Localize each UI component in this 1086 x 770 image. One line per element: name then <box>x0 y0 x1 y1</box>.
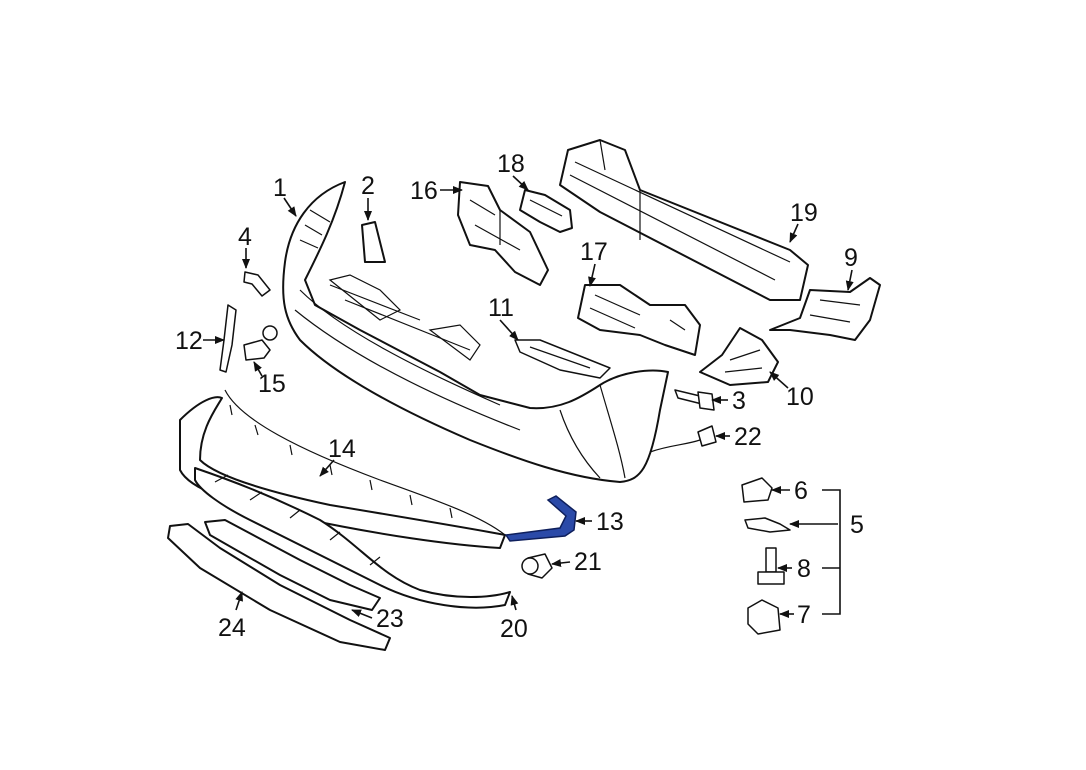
callout-5: 5 <box>850 511 864 539</box>
callout-20: 20 <box>500 615 528 643</box>
callout-12: 12 <box>175 327 203 355</box>
callout-9: 9 <box>844 244 858 272</box>
callout-10: 10 <box>786 383 814 411</box>
part-12-trim-strip[interactable] <box>219 304 237 373</box>
leader-lines <box>203 175 854 619</box>
callout-11: 11 <box>488 294 514 322</box>
callout-4: 4 <box>238 223 252 251</box>
part-20-lower-panel[interactable] <box>194 467 511 609</box>
callout-13: 13 <box>596 508 624 536</box>
part-3-bolt[interactable] <box>674 389 715 411</box>
callout-labels: 1 2 4 12 15 16 18 17 11 19 9 10 3 22 14 … <box>175 150 864 643</box>
callout-22: 22 <box>734 423 762 451</box>
callout-19: 19 <box>790 199 818 227</box>
part-13-lower-trim-highlighted[interactable] <box>504 495 577 542</box>
part-19-reinforcement-beam[interactable] <box>559 139 809 301</box>
part-23-spoiler[interactable] <box>204 519 381 611</box>
part-6-retainer[interactable] <box>741 477 773 503</box>
part-4-clip[interactable] <box>243 271 271 297</box>
part-2-reflector[interactable] <box>361 221 386 263</box>
part-1-bumper-cover[interactable] <box>282 181 669 483</box>
part-9-side-bracket[interactable] <box>769 277 881 341</box>
callout-23: 23 <box>376 605 404 633</box>
part-18-small-bracket[interactable] <box>519 189 573 233</box>
part-21-parking-sensor[interactable] <box>521 553 553 579</box>
part-24-lower-strip[interactable] <box>167 523 391 651</box>
part-16-side-bracket[interactable] <box>457 181 549 286</box>
callout-2: 2 <box>361 172 375 200</box>
part-8-bolt[interactable] <box>757 547 785 585</box>
callout-24: 24 <box>218 614 246 642</box>
callout-6: 6 <box>794 477 808 505</box>
callout-18: 18 <box>497 150 525 178</box>
callout-15: 15 <box>258 370 286 398</box>
part-5-clip[interactable] <box>744 517 791 533</box>
part-22-wire-harness[interactable] <box>649 425 717 453</box>
callout-1: 1 <box>273 174 287 202</box>
part-7-nut-clip[interactable] <box>747 599 781 635</box>
part-15-push-pin[interactable] <box>243 325 278 361</box>
callout-21: 21 <box>574 548 602 576</box>
callout-8: 8 <box>797 555 811 583</box>
callout-16: 16 <box>410 177 438 205</box>
callout-17: 17 <box>580 238 608 266</box>
callout-3: 3 <box>732 387 746 415</box>
callout-14: 14 <box>328 435 356 463</box>
callout-7: 7 <box>797 601 811 629</box>
part-11-retainer-strip[interactable] <box>514 339 611 379</box>
part-10-lower-bracket[interactable] <box>699 327 779 386</box>
part-17-bracket[interactable] <box>577 284 701 356</box>
